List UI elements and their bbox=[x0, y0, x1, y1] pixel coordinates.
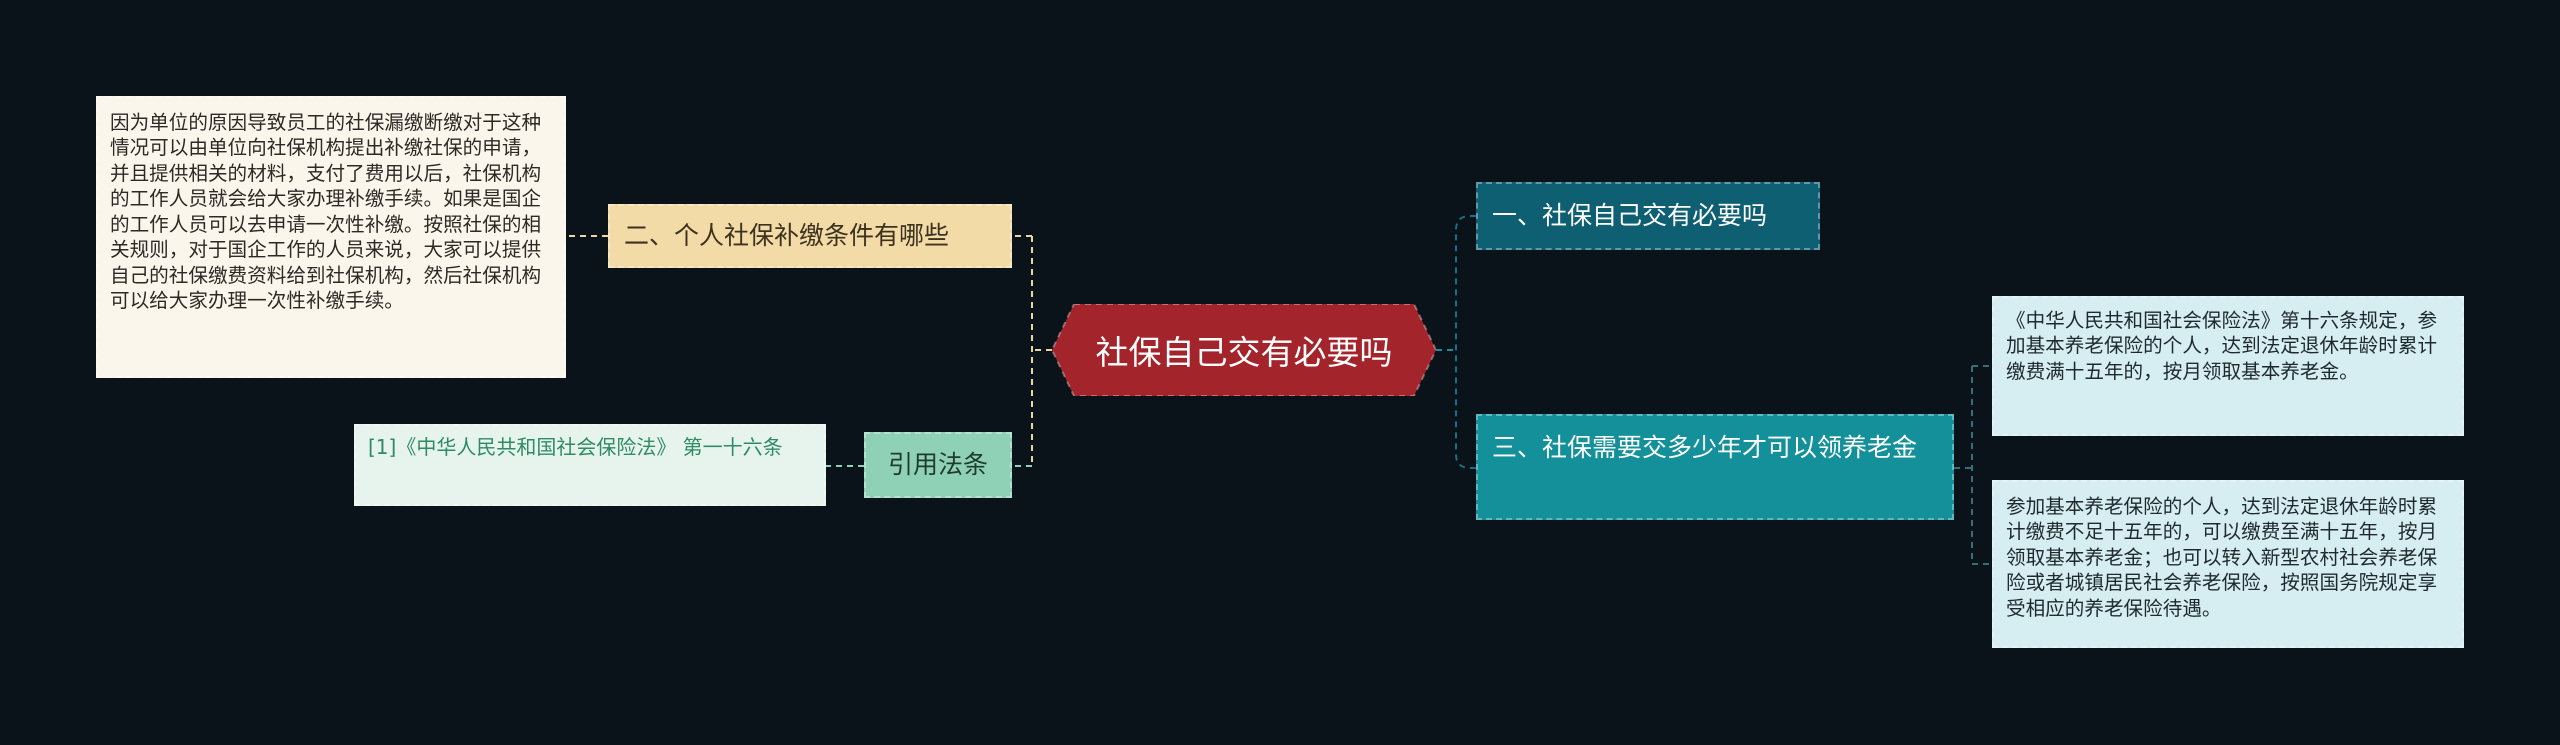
link-center-left-trunk bbox=[1031, 236, 1052, 466]
detail-text: 《中华人民共和国社会保险法》第十六条规定，参加基本养老保险的个人，达到法定退休年… bbox=[2006, 309, 2438, 383]
topic-personal-backpay-conditions[interactable]: 二、个人社保补缴条件有哪些 bbox=[608, 204, 1012, 268]
link-right2-trunk bbox=[1954, 366, 1973, 564]
detail-cited-law[interactable]: [1]《中华人民共和国社会保险法》 第一十六条 bbox=[354, 424, 826, 506]
topic-cited-law[interactable]: 引用法条 bbox=[864, 432, 1012, 498]
topic-years-for-pension[interactable]: 三、社保需要交多少年才可以领养老金 bbox=[1476, 414, 1954, 520]
detail-text: [1]《中华人民共和国社会保险法》 第一十六条 bbox=[368, 435, 783, 459]
detail-text: 因为单位的原因导致员工的社保漏缴断缴对于这种情况可以由单位向社保机构提出补缴社保… bbox=[110, 111, 542, 313]
detail-pension-fifteen-years[interactable]: 《中华人民共和国社会保险法》第十六条规定，参加基本养老保险的个人，达到法定退休年… bbox=[1992, 296, 2464, 436]
detail-pension-less-than-fifteen[interactable]: 参加基本养老保险的个人，达到法定退休年龄时累计缴费不足十五年的，可以缴费至满十五… bbox=[1992, 480, 2464, 648]
topic-label: 三、社保需要交多少年才可以领养老金 bbox=[1492, 433, 1918, 462]
hexagon-shape bbox=[1052, 304, 1436, 396]
detail-text: 参加基本养老保险的个人，达到法定退休年龄时累计缴费不足十五年的，可以缴费至满十五… bbox=[2006, 495, 2438, 620]
central-topic[interactable]: 社保自己交有必要吗 bbox=[1052, 304, 1436, 396]
topic-is-self-pay-necessary[interactable]: 一、社保自己交有必要吗 bbox=[1476, 182, 1820, 250]
topic-label: 二、个人社保补缴条件有哪些 bbox=[624, 221, 950, 251]
detail-backpay-conditions[interactable]: 因为单位的原因导致员工的社保漏缴断缴对于这种情况可以由单位向社保机构提出补缴社保… bbox=[96, 96, 566, 378]
topic-label: 一、社保自己交有必要吗 bbox=[1492, 201, 1768, 231]
topic-label: 引用法条 bbox=[887, 450, 988, 480]
link-right1 bbox=[1455, 215, 1476, 469]
central-topic-label: 社保自己交有必要吗 bbox=[1095, 333, 1393, 372]
